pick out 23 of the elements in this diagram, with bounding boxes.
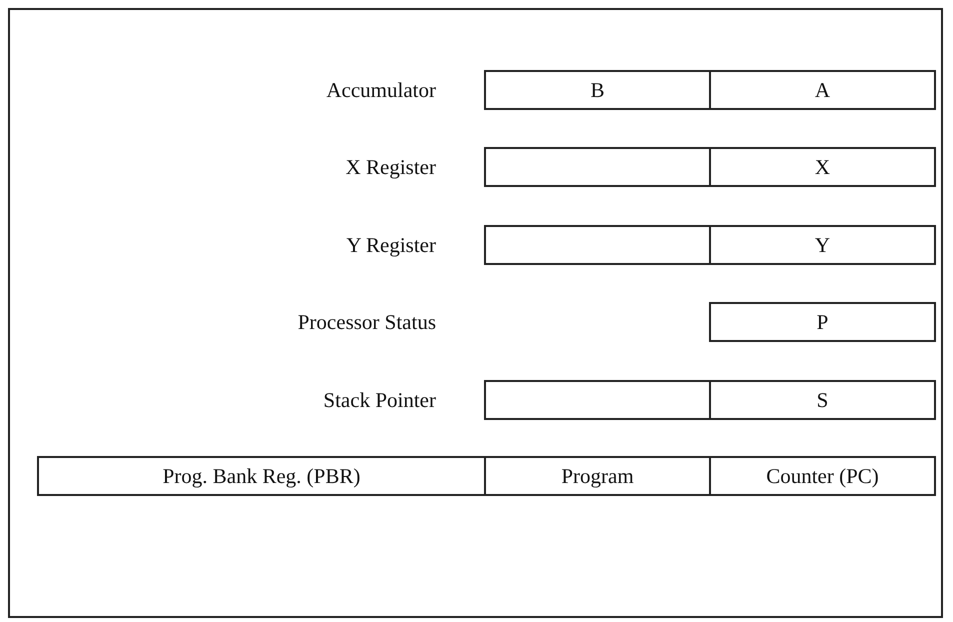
register-label: Y — [814, 232, 830, 258]
register-label: P — [816, 310, 828, 334]
register-name: X Register — [344, 155, 436, 180]
register-label: X — [814, 154, 830, 180]
register-label: Counter (PC) — [766, 464, 879, 488]
register-box — [709, 225, 936, 265]
register-name: Y Register — [345, 233, 436, 258]
register-box — [709, 302, 936, 342]
register-box — [709, 147, 936, 187]
register-box — [484, 456, 711, 496]
register-box — [709, 70, 936, 110]
register-label: B — [590, 78, 604, 102]
register-label: S — [816, 388, 828, 412]
register-box — [37, 456, 486, 496]
register-label: A — [814, 78, 830, 102]
register-label: Program — [561, 464, 634, 488]
register-box — [484, 70, 711, 110]
register-label: Prog. Bank Reg. (PBR) — [162, 464, 360, 488]
register-box — [709, 380, 936, 420]
register-name: Stack Pointer — [322, 388, 436, 413]
register-name: Accumulator — [325, 78, 436, 103]
register-name: Processor Status — [296, 310, 436, 335]
register-box — [709, 456, 936, 496]
